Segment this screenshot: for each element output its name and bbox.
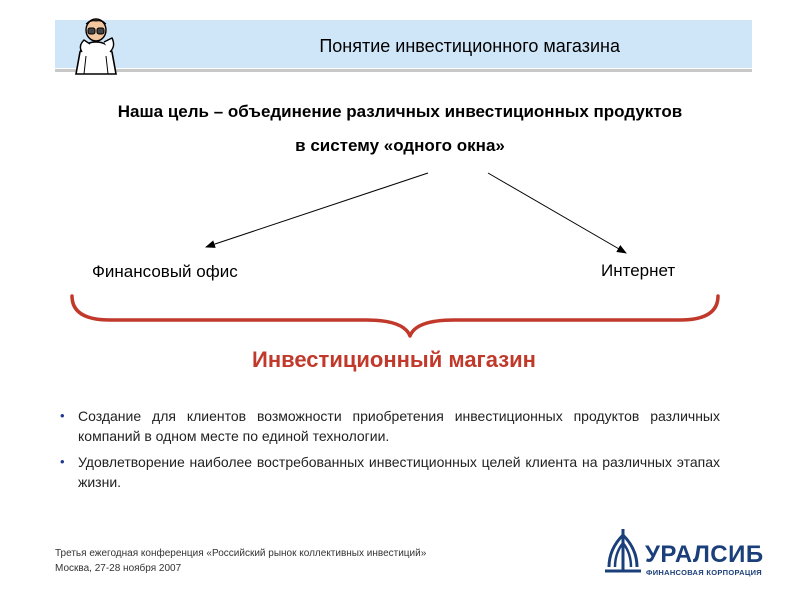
bullet-list: • Создание для клиентов возможности прио…	[60, 406, 720, 498]
logo-subtitle: ФИНАНСОВАЯ КОРПОРАЦИЯ	[646, 568, 762, 577]
arrow-to-office	[205, 172, 429, 248]
header-divider	[55, 69, 752, 72]
footer: Третья ежегодная конференция «Российский…	[55, 546, 426, 576]
page-title: Понятие инвестиционного магазина	[319, 36, 620, 56]
shop-title: Инвестиционный магазин	[252, 347, 536, 372]
goal-line-2: в систему «одного окна»	[295, 136, 505, 155]
channel-label-office: Финансовый офис	[92, 262, 238, 281]
arrow-to-internet	[487, 172, 627, 254]
goal-line-1: Наша цель – объединение различных инвест…	[117, 102, 683, 121]
curly-brace	[70, 294, 720, 338]
bullet-text: Создание для клиентов возможности приобр…	[78, 408, 720, 444]
list-item: • Удовлетворение наиболее востребованных…	[60, 452, 720, 492]
uralsib-logo-icon	[605, 529, 641, 573]
logo-name: УРАЛСИБ	[645, 541, 764, 568]
bullet-icon: •	[60, 454, 65, 469]
footer-line-2: Москва, 27-28 ноября 2007	[55, 563, 182, 574]
list-item: • Создание для клиентов возможности прио…	[60, 406, 720, 446]
header-bar	[55, 20, 752, 68]
channel-label-internet: Интернет	[601, 261, 676, 280]
bullet-text: Удовлетворение наиболее востребованных и…	[78, 454, 720, 490]
footer-line-1: Третья ежегодная конференция «Российский…	[55, 548, 427, 559]
bullet-icon: •	[60, 408, 65, 423]
mascot-illustration	[75, 18, 117, 75]
